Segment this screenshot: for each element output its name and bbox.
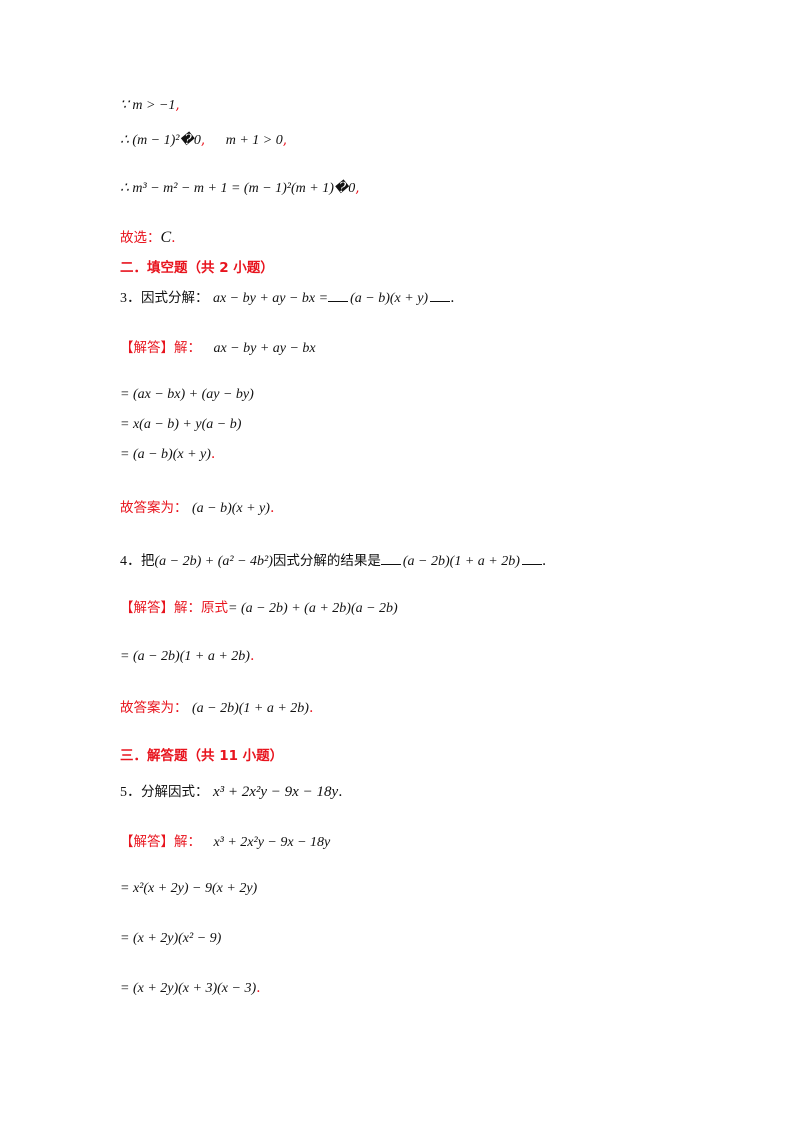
choice-answer: C (160, 229, 172, 246)
therefore-expr-2: m + 1 > 0 (225, 133, 283, 148)
question-3: 3．因式分解： ax − by + ay − bx = (a − b)(x + y… (120, 288, 455, 309)
therefore-expr-1: ∴ (m − 1)²�0 (120, 133, 201, 148)
question-expr: (a − 2b) + (a² − 4b²) (154, 554, 273, 569)
question-expr: x³ + 2x²y − 9x − 18y (212, 784, 339, 800)
question-number: 3． (120, 291, 141, 306)
solution-expr: x³ + 2x²y − 9x − 18y (213, 835, 331, 850)
q3-answer: 故答案为： (a − b)(x + y). (120, 498, 274, 519)
question-expr: ax − by + ay − bx = (212, 291, 329, 306)
q5-step-2: = (x + 2y)(x² − 9) (120, 931, 222, 946)
punct: , (355, 180, 360, 196)
question-prompt-pre: 把 (141, 553, 155, 569)
punct: . (256, 980, 261, 996)
blank-answer: (a − 2b)(1 + a + 2b) (402, 554, 520, 569)
question-5: 5．分解因式： x³ + 2x²y − 9x − 18y. (120, 782, 343, 803)
question-end: . (541, 553, 547, 569)
punct: . (308, 700, 314, 716)
punct: . (249, 648, 255, 664)
line-choice: 故选：C. (120, 228, 176, 248)
q3-step-3: = (a − b)(x + y). (120, 446, 216, 462)
line-therefore-1: ∴ (m − 1)²�0, m + 1 > 0, (120, 130, 287, 151)
question-end: . (450, 290, 455, 306)
punct: . (269, 500, 275, 516)
section-heading-answer: 三．解答题（共 11 小题） (120, 748, 284, 764)
solution-expr: ax − by + ay − bx (213, 341, 316, 356)
question-prompt: 分解因式： (141, 784, 209, 800)
line-given: ∵ m > −1, (120, 95, 180, 116)
solution-label: 【解答】解： (120, 834, 201, 850)
answer-expr: (a − b)(x + y) (191, 501, 270, 516)
q3-solution-start: 【解答】解： ax − by + ay − bx (120, 338, 316, 359)
q3-step-1: = (ax − bx) + (ay − by) (120, 387, 254, 402)
q5-step-1: = x²(x + 2y) − 9(x + 2y) (120, 881, 258, 896)
q3-step-2: = x(a − b) + y(a − b) (120, 417, 242, 432)
blank-answer: (a − b)(x + y) (350, 291, 429, 306)
punct: , (200, 132, 206, 148)
answer-label: 故答案为： (120, 700, 188, 716)
question-prompt: 因式分解： (141, 290, 209, 306)
section-heading-fill: 二．填空题（共 2 小题） (120, 260, 274, 276)
solution-label: 【解答】解： (120, 340, 201, 356)
q5-step-3: = (x + 2y)(x + 3)(x − 3). (120, 980, 261, 996)
solution-expr: = (a − 2b) + (a + 2b)(a − 2b) (228, 601, 398, 616)
given-expr: ∵ m > −1 (120, 98, 176, 113)
question-number: 4． (120, 554, 141, 569)
question-end: . (338, 784, 343, 800)
question-prompt-post: 因式分解的结果是 (272, 553, 381, 569)
q4-step: = (a − 2b)(1 + a + 2b). (120, 648, 255, 664)
punct: , (175, 97, 180, 113)
answer-label: 故答案为： (120, 500, 188, 516)
question-4: 4．把(a − 2b) + (a² − 4b²)因式分解的结果是 (a − 2b)… (120, 551, 546, 572)
therefore-expr-3: ∴ m³ − m² − m + 1 = (m − 1)²(m + 1)�0 (120, 181, 356, 196)
punct: . (171, 230, 176, 246)
punct: , (282, 132, 288, 148)
answer-expr: (a − 2b)(1 + a + 2b) (191, 701, 309, 716)
choice-label: 故选： (120, 230, 161, 246)
punct: . (210, 446, 216, 462)
q5-solution-start: 【解答】解： x³ + 2x²y − 9x − 18y (120, 832, 330, 853)
solution-label: 【解答】解：原式 (120, 600, 228, 616)
line-therefore-2: ∴ m³ − m² − m + 1 = (m − 1)²(m + 1)�0, (120, 178, 360, 199)
q4-solution-start: 【解答】解：原式= (a − 2b) + (a + 2b)(a − 2b) (120, 598, 398, 619)
q4-answer: 故答案为： (a − 2b)(1 + a + 2b). (120, 698, 313, 719)
question-number: 5． (120, 785, 141, 800)
